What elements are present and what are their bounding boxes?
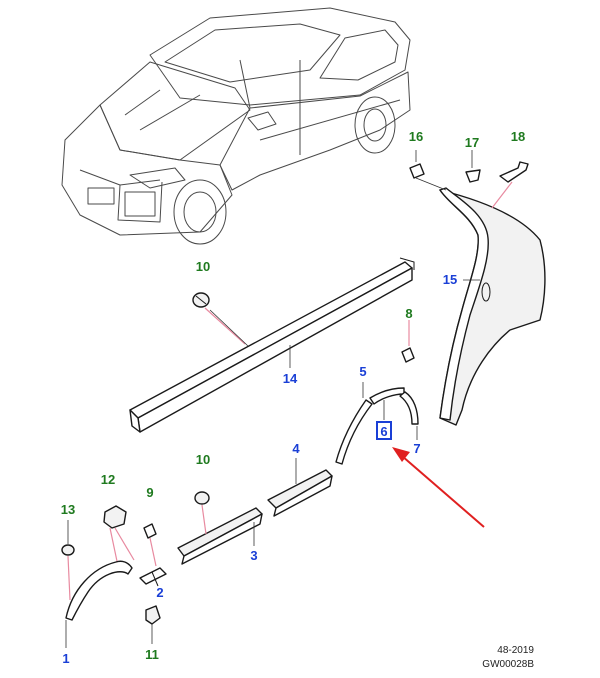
callout-3: 3: [250, 548, 257, 563]
part-12-bracket: [103, 505, 135, 567]
callout-labels: 1 2 3 4 5 6 7 8 9 10 10 11 12 13 14 15 1…: [61, 129, 525, 666]
callout-9: 9: [146, 485, 153, 500]
callout-15: 15: [443, 272, 457, 287]
callout-16: 16: [409, 129, 423, 144]
part-8-fastener: [401, 320, 415, 363]
callout-1: 1: [62, 651, 69, 666]
callout-10-lower: 10: [196, 452, 210, 467]
vehicle-illustration: [61, 7, 411, 245]
part-4-door-moulding: [267, 458, 333, 517]
part-11-clip: [145, 605, 161, 644]
part-15-rear-arch-panel: [439, 187, 546, 426]
part-17-clip: [465, 150, 481, 183]
callout-12: 12: [101, 472, 115, 487]
callout-10-upper: 10: [196, 259, 210, 274]
part-2-bracket: [139, 567, 167, 587]
part-16-fastener: [409, 150, 447, 191]
footer-code: GW00028B: [482, 659, 534, 670]
part-9-fastener: [143, 523, 157, 567]
part-10-clip-lower: [194, 491, 210, 535]
callout-14: 14: [283, 371, 298, 386]
callout-17: 17: [465, 135, 479, 150]
callout-7: 7: [413, 441, 420, 456]
callout-13: 13: [61, 502, 75, 517]
red-pointer-arrow: [392, 447, 485, 528]
part-3-front-door-moulding: [177, 507, 263, 565]
callout-2: 2: [156, 585, 163, 600]
part-7-arch-trim: [399, 391, 419, 440]
part-6-arch-piece: [369, 387, 405, 420]
footer-date: 48-2019: [497, 645, 534, 656]
part-5-arch-moulding: [335, 382, 373, 465]
callout-6: 6: [380, 424, 387, 439]
callout-11: 11: [145, 647, 159, 662]
callout-4: 4: [292, 441, 300, 456]
part-10-clip-upper: [192, 292, 249, 347]
callout-6-highlight-box: [376, 421, 392, 440]
part-13-clip: [61, 520, 75, 601]
callout-8: 8: [405, 306, 412, 321]
part-1-front-arch-moulding: [65, 560, 133, 648]
callout-5: 5: [359, 364, 366, 379]
part-14-sill-moulding: [129, 257, 415, 433]
callout-18: 18: [511, 129, 525, 144]
part-18-bracket: [491, 161, 529, 209]
